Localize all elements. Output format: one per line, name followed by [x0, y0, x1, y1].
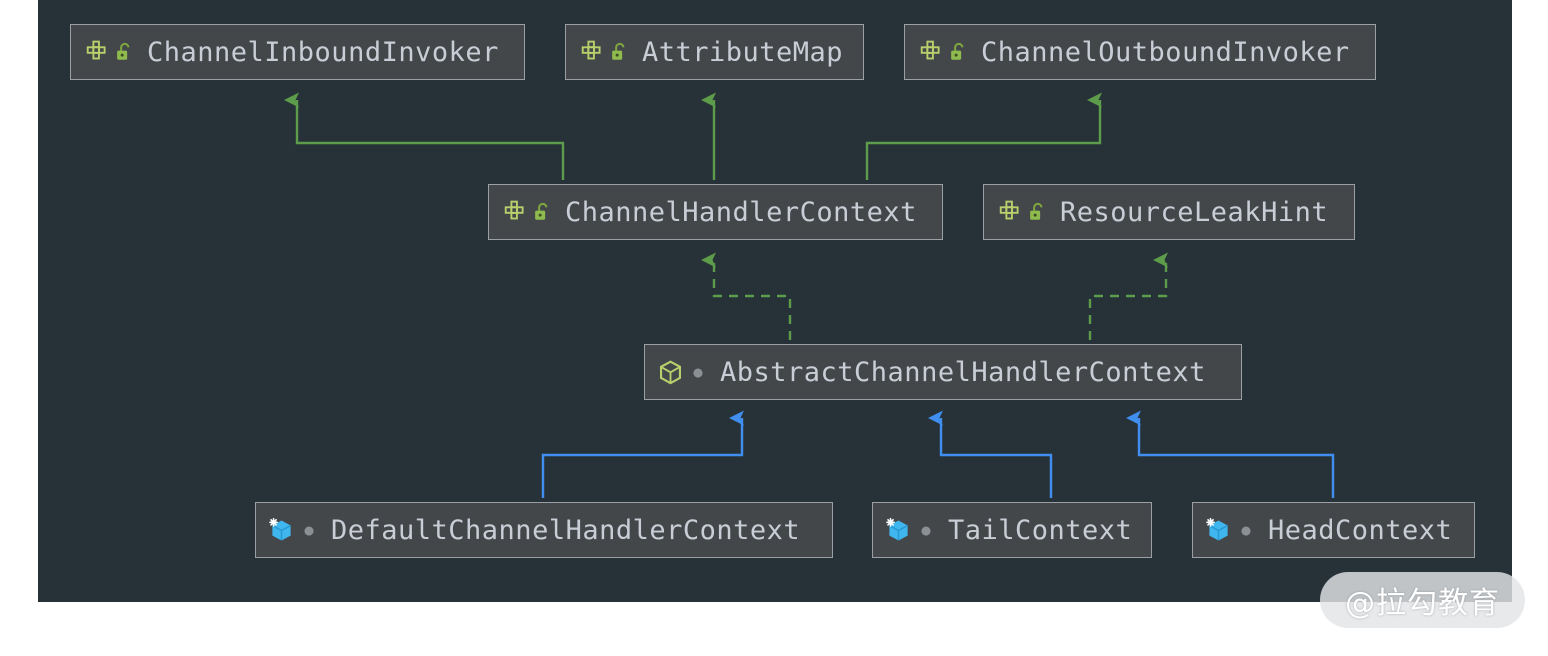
node-head-context[interactable]: HeadContext [1192, 502, 1475, 558]
node-label: ResourceLeakHint [1060, 196, 1329, 228]
node-label: AbstractChannelHandlerContext [720, 356, 1206, 388]
node-label: ChannelOutboundInvoker [981, 36, 1350, 68]
interface-icon [999, 200, 1019, 220]
interface-icon [86, 40, 106, 60]
node-abstract-channel-handler-context[interactable]: AbstractChannelHandlerContext [644, 344, 1242, 400]
final-class-icon [1206, 517, 1228, 540]
package-private-dot-icon [693, 368, 703, 378]
interface-icon [920, 40, 940, 60]
edge-achc-to-chc [701, 252, 792, 340]
watermark: @拉勾教育 [1320, 572, 1525, 628]
node-tail-context[interactable]: TailContext [872, 502, 1152, 558]
final-class-icon [269, 517, 291, 540]
edge-achc-to-rlh [1088, 252, 1168, 340]
edge-chc-to-inbound [284, 92, 565, 180]
node-channel-outbound-invoker[interactable]: ChannelOutboundInvoker [904, 24, 1376, 80]
interface-icon [504, 200, 524, 220]
node-label: DefaultChannelHandlerContext [331, 514, 801, 546]
node-channel-handler-context[interactable]: ChannelHandlerContext [488, 184, 943, 240]
node-channel-inbound-invoker[interactable]: ChannelInboundInvoker [70, 24, 525, 80]
public-lock-icon [951, 42, 964, 60]
edge-tail-to-achc [928, 410, 1053, 498]
package-private-dot-icon [921, 526, 931, 536]
interface-icon [581, 40, 601, 60]
diagram-canvas: ChannelInboundInvoker AttributeMap [38, 0, 1512, 602]
edge-head-to-achc [1126, 410, 1335, 498]
node-attribute-map[interactable]: AttributeMap [565, 24, 864, 80]
edge-rlh-to-outbound [865, 92, 1102, 180]
node-label: HeadContext [1268, 514, 1453, 546]
edge-dchc-to-achc [541, 410, 744, 498]
node-label: TailContext [948, 514, 1133, 546]
public-lock-icon [612, 42, 625, 60]
watermark-text: @拉勾教育 [1345, 586, 1500, 621]
node-default-channel-handler-context[interactable]: DefaultChannelHandlerContext [255, 502, 833, 558]
final-class-icon [886, 517, 908, 540]
public-lock-icon [1030, 202, 1043, 220]
abstract-class-icon [659, 360, 682, 384]
node-resource-leak-hint[interactable]: ResourceLeakHint [983, 184, 1355, 240]
public-lock-icon [117, 42, 130, 60]
node-label: ChannelHandlerContext [565, 196, 917, 228]
package-private-dot-icon [304, 526, 314, 536]
public-lock-icon [535, 202, 548, 220]
node-label: AttributeMap [642, 36, 844, 68]
package-private-dot-icon [1241, 526, 1251, 536]
node-label: ChannelInboundInvoker [147, 36, 499, 68]
